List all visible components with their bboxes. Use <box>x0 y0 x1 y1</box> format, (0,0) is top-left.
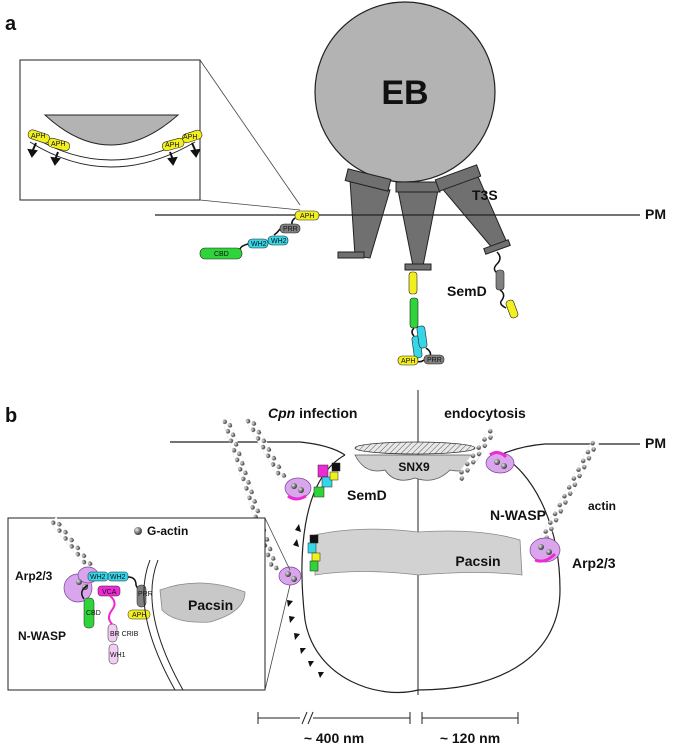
semd-membrane-bound: APH PRR WH2 WH2 CBD <box>199 210 320 260</box>
svg-text:BR CRIB: BR CRIB <box>110 631 139 638</box>
svg-text:WH2: WH2 <box>90 574 106 581</box>
inset-pacsin-label: Pacsin <box>188 597 233 613</box>
scale-bars <box>257 711 519 725</box>
svg-text:PRR: PRR <box>138 591 153 598</box>
actin-label: actin <box>588 499 616 513</box>
svg-text:WH1: WH1 <box>110 652 126 659</box>
svg-text:APH: APH <box>51 141 65 148</box>
inset-b-pointer-bottom <box>264 584 291 691</box>
panel-b-letter: b <box>5 405 17 427</box>
inset-b-pointer-top <box>264 517 291 571</box>
arp23-complexes <box>278 450 561 586</box>
gactin-icon <box>134 527 142 535</box>
inset-actin-filament <box>50 517 94 570</box>
scale-400nm: ~ 400 nm <box>304 730 364 746</box>
hatched-disk <box>354 441 476 455</box>
svg-text:WH2: WH2 <box>271 238 287 245</box>
svg-text:PRR: PRR <box>283 226 298 233</box>
inset-arp23-label: Arp2/3 <box>15 569 53 583</box>
semd-label-a: SemD <box>447 283 487 299</box>
svg-text:WH2: WH2 <box>251 241 267 248</box>
svg-text:APH: APH <box>183 134 197 141</box>
nwasp-label-b: N-WASP <box>490 507 546 523</box>
eb-label: EB <box>381 74 428 112</box>
semd-right-needle <box>493 251 519 319</box>
semd-label-b: SemD <box>347 487 387 503</box>
pacsin-label: Pacsin <box>455 553 500 569</box>
svg-text:APH: APH <box>165 142 179 149</box>
endocytosis-label: endocytosis <box>444 405 526 421</box>
svg-text:APH: APH <box>300 213 314 220</box>
pacsin-band <box>314 528 523 576</box>
cpn-infection-label: Cpn infection <box>268 405 357 421</box>
inset-b-membrane-inner <box>151 559 184 691</box>
inset-pointer-top <box>199 59 301 206</box>
inset-b-membrane-outer <box>143 559 176 691</box>
arp23-beads <box>285 459 552 582</box>
semd-secreted: PRR APH <box>397 271 445 366</box>
t3s-apparatus <box>337 164 511 271</box>
inset-pointer-bottom <box>199 199 301 211</box>
panel-a-letter: a <box>5 13 17 35</box>
arp23-label-b: Arp2/3 <box>572 555 616 571</box>
scale-120nm: ~ 120 nm <box>440 730 500 746</box>
svg-text:VCA: VCA <box>102 589 117 596</box>
gactin-label: G-actin <box>147 524 188 538</box>
svg-text:CBD: CBD <box>214 251 229 258</box>
semd-cluster-b <box>307 462 341 572</box>
snx9-label: SNX9 <box>398 460 430 474</box>
pm-label-b: PM <box>645 435 666 451</box>
inset-membrane-inner <box>29 141 196 168</box>
inset-eb-fragment <box>43 114 180 146</box>
svg-text:CBD: CBD <box>86 610 101 617</box>
t3s-label: T3S <box>472 187 498 203</box>
pm-label-a: PM <box>645 206 666 222</box>
inset-pacsin-shape <box>159 582 246 623</box>
inset-nwasp-label: N-WASP <box>18 629 66 643</box>
inset-arrows <box>27 142 201 166</box>
svg-text:APH: APH <box>401 358 415 365</box>
membrane-arrows <box>287 524 324 678</box>
inset-aph-domains: APH APH APH APH <box>27 129 203 152</box>
svg-text:PRR: PRR <box>427 357 442 364</box>
svg-text:APH: APH <box>31 133 45 140</box>
svg-text:APH: APH <box>132 612 146 619</box>
svg-text:WH2: WH2 <box>110 574 126 581</box>
endocytic-vesicle-outline <box>417 454 561 691</box>
